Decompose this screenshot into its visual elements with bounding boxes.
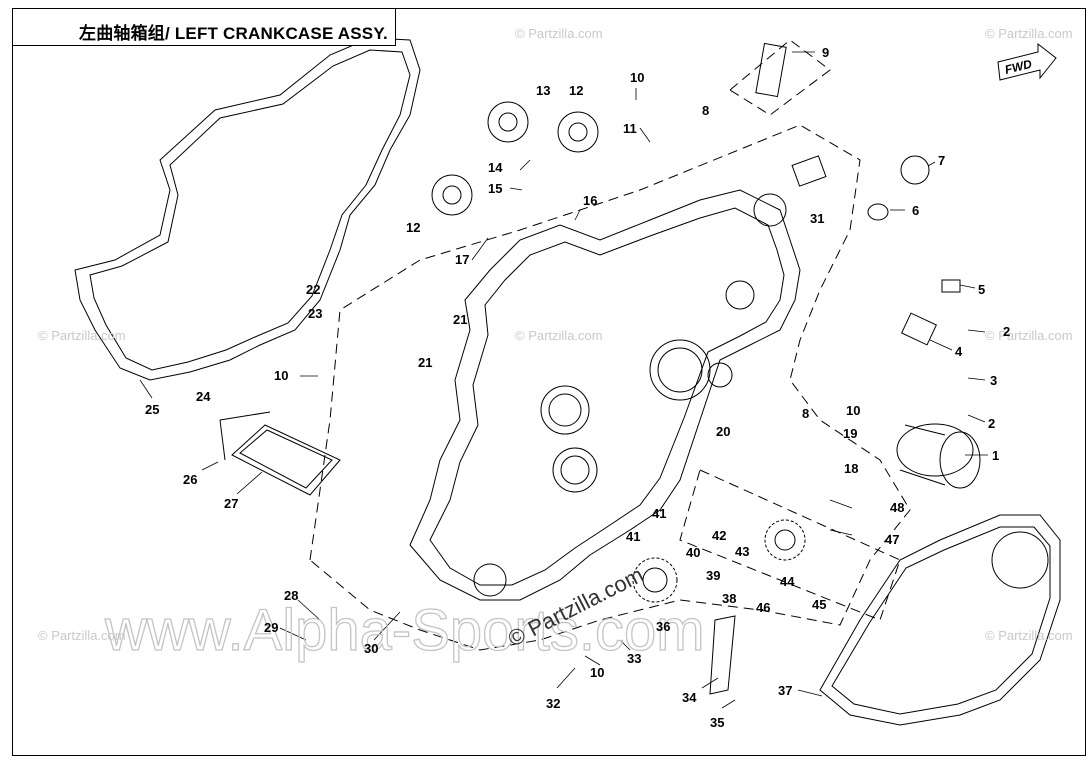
part-label: 44 <box>780 574 795 589</box>
fwd-label: FWD <box>1003 57 1033 77</box>
part-label: 11 <box>623 121 637 136</box>
part-label: 17 <box>455 252 469 267</box>
part-label: 14 <box>488 160 503 175</box>
gasket-left-outline <box>74 37 421 381</box>
gasket-left-inner <box>89 49 411 371</box>
part-label: 28 <box>284 588 298 603</box>
watermark-small: © Partzilla.com <box>985 628 1073 643</box>
part-label: 33 <box>627 651 641 666</box>
watermark-small: © Partzilla.com <box>515 328 603 343</box>
part-label: 13 <box>536 83 550 98</box>
part-label: 43 <box>735 544 749 559</box>
part-label: 15 <box>488 181 502 196</box>
watermark-small: © Partzilla.com <box>515 26 603 41</box>
part-label: 26 <box>183 472 197 487</box>
screen-filter-part <box>219 411 341 496</box>
part-label: 40 <box>686 545 700 560</box>
part-label: 48 <box>890 500 904 515</box>
part-label: 41 <box>626 529 640 544</box>
bore-large <box>649 339 711 401</box>
fwd-arrow <box>997 42 1057 81</box>
part-label: 35 <box>710 715 724 730</box>
part-label: 2 <box>988 416 995 431</box>
part-label: 21 <box>418 355 432 370</box>
part-label: 1 <box>992 448 999 463</box>
watermark-big: www.Alpha-Sports.com <box>104 598 705 663</box>
part-label: 38 <box>722 591 736 606</box>
part-label: 8 <box>702 103 709 118</box>
part-label: 10 <box>274 368 288 383</box>
diagram-frame <box>12 8 1086 756</box>
part-label: 37 <box>778 683 792 698</box>
part-label: 19 <box>843 426 857 441</box>
oil-filter-part <box>896 423 981 489</box>
part-label: 10 <box>590 665 604 680</box>
watermark-layer: © Partzilla.com © Partzilla.com © Partzi… <box>38 26 1073 664</box>
bore-center <box>540 385 590 435</box>
part-label: 29 <box>264 620 278 635</box>
part-label: 9 <box>822 45 829 60</box>
part-label: 25 <box>145 402 159 417</box>
bore-lower <box>552 447 598 493</box>
part-label: 34 <box>682 690 697 705</box>
part-label: 16 <box>583 193 597 208</box>
part-labels: 1 2 2 3 4 5 6 7 8 8 9 10 10 10 10 11 12 … <box>145 45 1010 730</box>
part-label: 4 <box>955 344 963 359</box>
part-label: 47 <box>885 532 899 547</box>
bearing-12-left-part <box>431 174 473 216</box>
watermark-small: © Partzilla.com <box>38 628 126 643</box>
part-label: 18 <box>844 461 858 476</box>
gear-36-part <box>632 557 678 603</box>
part-label: 10 <box>630 70 644 85</box>
bore-bottom <box>473 563 507 597</box>
gasket-right-outline <box>819 514 1061 726</box>
part-label: 12 <box>406 220 420 235</box>
title-box: 左曲轴箱组/ LEFT CRANKCASE ASSY. <box>12 8 396 46</box>
part-label: 8 <box>802 406 809 421</box>
part-label: 5 <box>978 282 985 297</box>
part-label: 23 <box>308 306 322 321</box>
part-label: 30 <box>364 641 378 656</box>
part-label: 27 <box>224 496 238 511</box>
watermark-small: © Partzilla.com <box>985 328 1073 343</box>
part-label: 41 <box>652 506 666 521</box>
part-label: 21 <box>453 312 467 327</box>
crankcase-main-outline <box>409 189 801 601</box>
part-label: 36 <box>656 619 670 634</box>
part-label: 22 <box>306 282 320 297</box>
bearing-12-upper-part <box>557 111 599 153</box>
part-label: 46 <box>756 600 770 615</box>
part-label: 42 <box>712 528 726 543</box>
diagram-title: 左曲轴箱组/ LEFT CRANKCASE ASSY. <box>79 24 388 43</box>
watermark-small: © Partzilla.com <box>38 328 126 343</box>
part-label: 7 <box>938 153 945 168</box>
watermark-small: © Partzilla.com <box>985 26 1073 41</box>
part-label: 2 <box>1003 324 1010 339</box>
part-label: 6 <box>912 203 919 218</box>
part-label: 31 <box>810 211 824 226</box>
gear-43-part <box>764 519 806 561</box>
part-label: 3 <box>990 373 997 388</box>
crankcase-inner-outline <box>429 207 785 586</box>
exploded-boundary <box>309 124 911 651</box>
part-label: 39 <box>706 568 720 583</box>
part-label: 10 <box>846 403 860 418</box>
part-label: 12 <box>569 83 583 98</box>
bearing-13-part <box>487 101 529 143</box>
part-label: 24 <box>196 389 211 404</box>
part-label: 45 <box>812 597 826 612</box>
part-label: 20 <box>716 424 730 439</box>
part-label: 32 <box>546 696 560 711</box>
